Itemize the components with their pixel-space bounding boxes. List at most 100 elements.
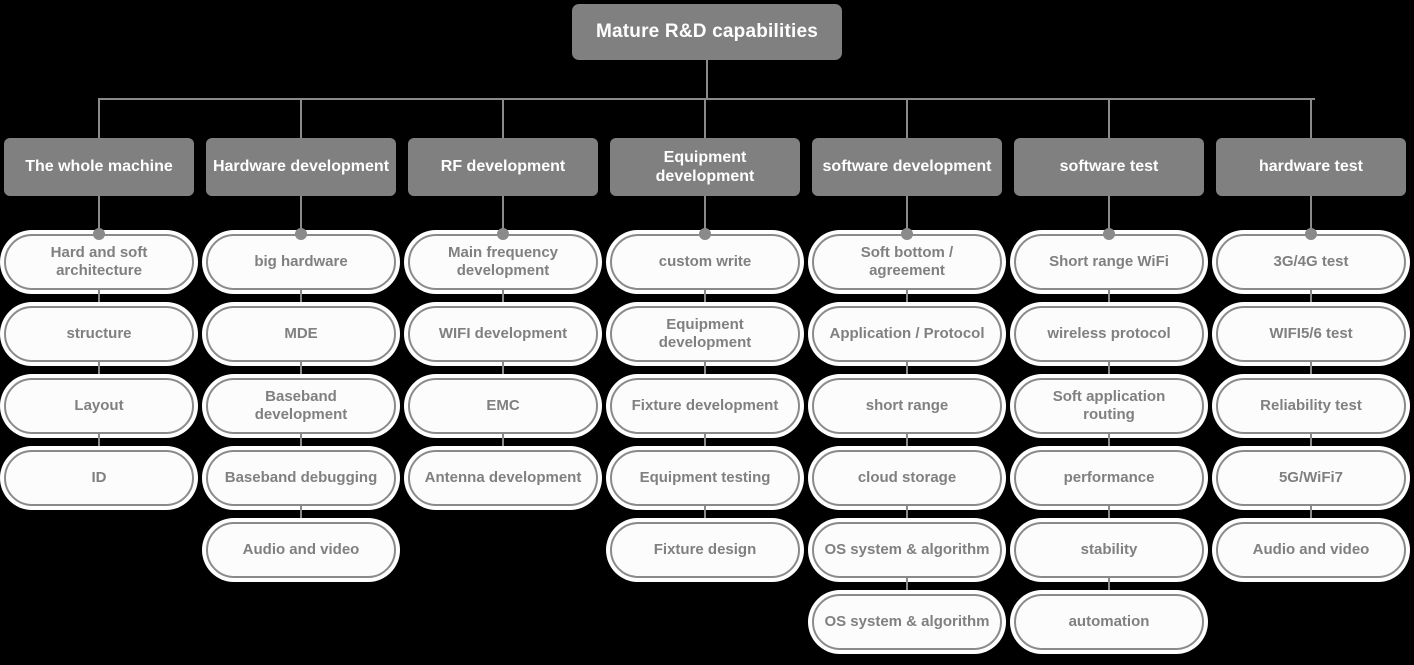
card-slot: Fixture development xyxy=(610,378,800,450)
card-slot: performance xyxy=(1014,450,1204,522)
header-to-first-card-connector xyxy=(1216,196,1406,234)
card-item[interactable]: Fixture development xyxy=(610,378,800,434)
card-item[interactable]: EMC xyxy=(408,378,598,434)
column-header[interactable]: software test xyxy=(1014,138,1204,196)
card-item[interactable]: performance xyxy=(1014,450,1204,506)
vertical-connector xyxy=(502,362,504,378)
card-item[interactable]: Main frequency development xyxy=(408,234,598,290)
connector-dot-icon xyxy=(1305,228,1317,240)
card-slot: WIFI5/6 test xyxy=(1216,306,1406,378)
vertical-connector xyxy=(502,434,504,450)
card-item[interactable]: Fixture design xyxy=(610,522,800,578)
card-item[interactable]: wireless protocol xyxy=(1014,306,1204,362)
card-item[interactable]: 3G/4G test xyxy=(1216,234,1406,290)
vertical-connector xyxy=(300,196,302,234)
card-slot: Soft application routing xyxy=(1014,378,1204,450)
horizontal-bus-connector xyxy=(99,98,1315,100)
card-item[interactable]: Equipment testing xyxy=(610,450,800,506)
vertical-connector xyxy=(502,290,504,306)
vertical-connector xyxy=(1108,506,1110,522)
card-item[interactable]: Equipment development xyxy=(610,306,800,362)
vertical-connector xyxy=(98,362,100,378)
vertical-connector xyxy=(704,290,706,306)
card-item[interactable]: Soft bottom / agreement xyxy=(812,234,1002,290)
vertical-connector xyxy=(300,362,302,378)
card-item[interactable]: Hard and soft architecture xyxy=(4,234,194,290)
vertical-connector xyxy=(300,506,302,522)
card-item[interactable]: Application / Protocol xyxy=(812,306,1002,362)
card-item[interactable]: MDE xyxy=(206,306,396,362)
card-item[interactable]: Baseband debugging xyxy=(206,450,396,506)
card-item[interactable]: structure xyxy=(4,306,194,362)
branch-drop-connector xyxy=(704,98,706,139)
card-slot: automation xyxy=(1014,594,1204,665)
column-header[interactable]: RF development xyxy=(408,138,598,196)
card-slot: WIFI development xyxy=(408,306,598,378)
header-to-first-card-connector xyxy=(4,196,194,234)
card-item[interactable]: OS system & algorithm xyxy=(812,594,1002,650)
vertical-connector xyxy=(704,196,706,234)
card-item[interactable]: automation xyxy=(1014,594,1204,650)
card-slot: 3G/4G test xyxy=(1216,228,1406,306)
card-item[interactable]: WIFI5/6 test xyxy=(1216,306,1406,362)
card-item[interactable]: OS system & algorithm xyxy=(812,522,1002,578)
connector-dot-icon xyxy=(295,228,307,240)
vertical-connector xyxy=(502,196,504,234)
vertical-connector xyxy=(1108,434,1110,450)
vertical-connector xyxy=(98,196,100,234)
card-item[interactable]: custom write xyxy=(610,234,800,290)
card-item[interactable]: Short range WiFi xyxy=(1014,234,1204,290)
branch-drop-connector xyxy=(300,98,302,139)
branch-drop-connector xyxy=(1310,98,1312,139)
card-item[interactable]: cloud storage xyxy=(812,450,1002,506)
card-item[interactable]: Audio and video xyxy=(206,522,396,578)
card-slot: big hardware xyxy=(206,228,396,306)
card-slot: Audio and video xyxy=(1216,522,1406,594)
card-slot: OS system & algorithm xyxy=(812,522,1002,594)
card-item[interactable]: short range xyxy=(812,378,1002,434)
column-header[interactable]: Equipment development xyxy=(610,138,800,196)
connector-dot-icon xyxy=(699,228,711,240)
card-item[interactable]: WIFI development xyxy=(408,306,598,362)
vertical-connector xyxy=(704,434,706,450)
header-to-first-card-connector xyxy=(610,196,800,234)
card-item[interactable]: ID xyxy=(4,450,194,506)
vertical-connector xyxy=(1310,434,1312,450)
card-item[interactable]: big hardware xyxy=(206,234,396,290)
card-item[interactable]: Soft application routing xyxy=(1014,378,1204,434)
vertical-connector xyxy=(98,434,100,450)
branch-drop-connector xyxy=(1108,98,1110,139)
column-header[interactable]: Hardware development xyxy=(206,138,396,196)
vertical-connector xyxy=(1108,196,1110,234)
vertical-connector xyxy=(1310,290,1312,306)
vertical-connector xyxy=(98,290,100,306)
column-header[interactable]: software development xyxy=(812,138,1002,196)
vertical-connector xyxy=(906,290,908,306)
card-item[interactable]: Antenna development xyxy=(408,450,598,506)
root-node[interactable]: Mature R&D capabilities xyxy=(572,4,842,60)
header-to-first-card-connector xyxy=(206,196,396,234)
connector-dot-icon xyxy=(497,228,509,240)
card-item[interactable]: Reliability test xyxy=(1216,378,1406,434)
card-item[interactable]: 5G/WiFi7 xyxy=(1216,450,1406,506)
column-header[interactable]: hardware test xyxy=(1216,138,1406,196)
branch-drop-connector xyxy=(906,98,908,139)
vertical-connector xyxy=(1108,290,1110,306)
card-slot: OS system & algorithm xyxy=(812,594,1002,665)
card-item[interactable]: stability xyxy=(1014,522,1204,578)
card-slot: short range xyxy=(812,378,1002,450)
card-slot: MDE xyxy=(206,306,396,378)
card-item[interactable]: Baseband development xyxy=(206,378,396,434)
card-item[interactable]: Layout xyxy=(4,378,194,434)
column-header[interactable]: The whole machine xyxy=(4,138,194,196)
card-item[interactable]: Audio and video xyxy=(1216,522,1406,578)
